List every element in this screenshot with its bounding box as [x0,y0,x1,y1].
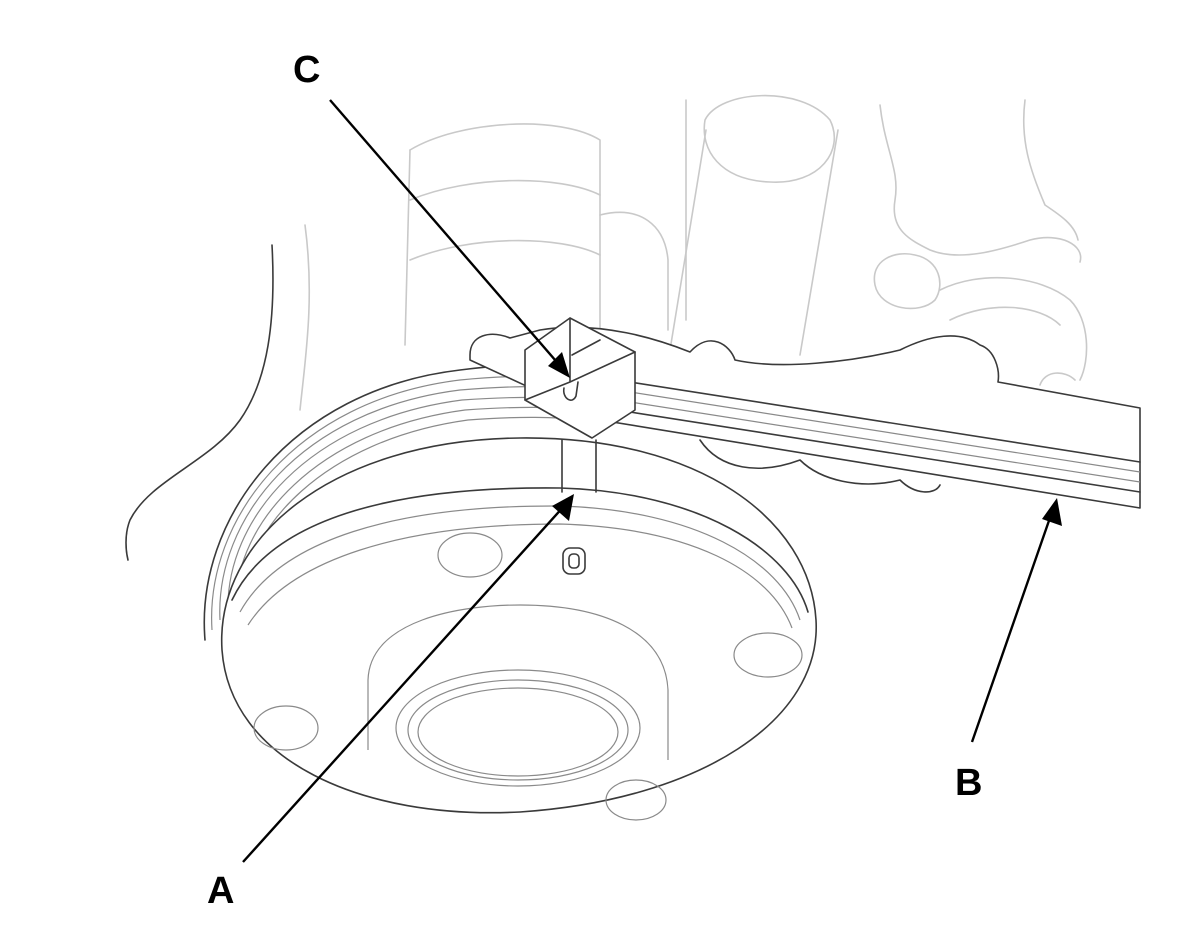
holder-tool [469,317,1141,509]
callout-label-c: C [293,49,320,91]
leader-lines [242,99,1062,863]
arrowhead-c [548,352,570,378]
arrowhead-b [1042,498,1062,526]
arrowhead-a [552,494,574,521]
crankshaft-pulley [203,364,817,821]
leader-a [242,504,566,863]
leader-c [329,99,563,369]
callout-label-b: B [955,762,982,804]
callout-label-a: A [207,870,234,912]
engine-block-background [125,94,1088,561]
leader-b [970,511,1054,743]
